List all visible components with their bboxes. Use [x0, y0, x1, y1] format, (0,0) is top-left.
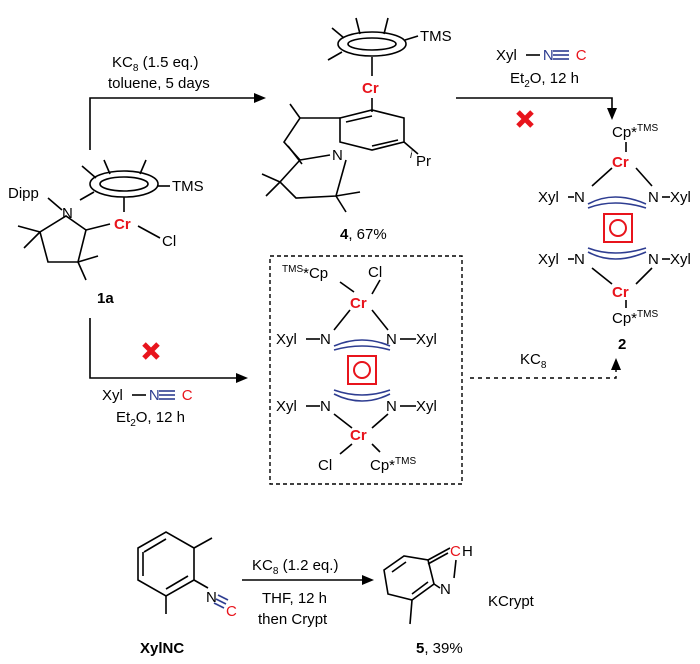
cp-bottom-label: Cp*TMS — [612, 309, 658, 327]
compound-4: TMS Cr N i Pr 4, 67% — [261, 17, 452, 243]
xyl-label: Xyl — [416, 331, 437, 348]
xyl-label: Xyl — [276, 398, 297, 415]
dimer-hypothetical: TMS*Cp Cl Cr Xyl N N Xyl Xyl N N Xyl Cr … — [269, 255, 463, 485]
caac-ring — [39, 215, 87, 263]
c-label: C — [450, 543, 461, 560]
arrow-dashed-reagent: KC8 — [520, 351, 547, 371]
xyl-label: Xyl — [670, 251, 691, 268]
n-label: N — [332, 147, 343, 164]
cyclobutadiene-core — [603, 213, 633, 243]
cr-bottom-label: Cr — [350, 427, 367, 444]
cr-top-label: Cr — [350, 295, 367, 312]
n-label: N — [386, 331, 397, 348]
cr-top-label: Cr — [612, 154, 629, 171]
label-1a: 1a — [97, 290, 114, 307]
cr-label: Cr — [114, 216, 131, 233]
n-label: N — [574, 251, 585, 268]
n-label: N — [320, 331, 331, 348]
fail-cross-icon — [142, 342, 160, 360]
xyl-label: Xyl — [670, 189, 691, 206]
cp-bottom-label: Cp*TMS — [370, 456, 416, 474]
ipr-label: Pr — [416, 153, 431, 170]
n-label: N — [574, 189, 585, 206]
label-2: 2 — [618, 336, 626, 353]
cl-label: Cl — [368, 264, 382, 281]
pyrrolidine-ring — [278, 159, 347, 199]
label-4: 4, 67% — [340, 226, 387, 243]
xyl-label: Xyl — [538, 251, 559, 268]
arrow-top-line1: KC8 (1.5 eq.) — [112, 54, 198, 74]
tms-label: TMS — [172, 178, 204, 195]
dashed-box — [269, 255, 463, 485]
arrow-bottom: KC8 (1.2 eq.) THF, 12 h then Crypt — [242, 557, 374, 628]
n-label: N — [206, 589, 217, 606]
kcrypt-label: KCrypt — [488, 593, 535, 610]
xyl-label: Xyl — [416, 398, 437, 415]
arrow-bottom-line2: THF, 12 h — [262, 590, 327, 607]
compound-xylnc: N C XylNC — [137, 531, 237, 657]
cr-bottom-label: Cr — [612, 284, 629, 301]
tms-label: TMS — [420, 28, 452, 45]
cp-top-label: Cp*TMS — [612, 123, 658, 141]
fail-cross-icon — [516, 110, 534, 128]
arrow-bottom-line1: KC8 (1.2 eq.) — [252, 557, 338, 577]
arrow-dashed: KC8 — [470, 351, 621, 379]
n-label: N — [648, 251, 659, 268]
dipp-label: Dipp — [8, 185, 39, 202]
compound-1a: TMS Cr Cl N Dipp 1a — [8, 159, 204, 307]
benzene-ring — [137, 531, 195, 597]
n-label: N — [386, 398, 397, 415]
n-label: N — [62, 205, 73, 222]
xyl-label: Xyl — [538, 189, 559, 206]
cl-label: Cl — [162, 233, 176, 250]
c-label: C — [226, 603, 237, 620]
arrow-top-right-cond: Et2O, 12 h — [510, 70, 579, 90]
arrow-top: KC8 (1.5 eq.) toluene, 5 days — [89, 54, 266, 150]
n-label: N — [440, 581, 451, 598]
h-label: H — [462, 543, 473, 560]
n-label: N — [320, 398, 331, 415]
cp-ring-inner — [99, 176, 149, 192]
arrow-lower-cond: Et2O, 12 h — [116, 409, 185, 429]
label-5: 5, 39% — [416, 640, 463, 657]
ipr-prefix: i — [410, 150, 413, 161]
arrow-top-line2: toluene, 5 days — [108, 75, 210, 92]
cyclobutadiene-core — [347, 355, 377, 385]
label-xylnc: XylNC — [140, 640, 184, 657]
compound-2: Cp*TMS Cr Xyl N N Xyl Xyl N N Xyl Cr Cp*… — [538, 123, 691, 353]
cl-label: Cl — [318, 457, 332, 474]
arrow-bottom-line3: then Crypt — [258, 611, 328, 628]
n-label: N — [648, 189, 659, 206]
xyl-label: Xyl — [276, 331, 297, 348]
compound-5: C H N KCrypt 5, 39% — [383, 543, 535, 657]
cp-left-label: TMS*Cp — [282, 264, 328, 282]
cp-ring — [337, 31, 407, 57]
cr-label: Cr — [362, 80, 379, 97]
benzene-ring — [383, 555, 435, 601]
